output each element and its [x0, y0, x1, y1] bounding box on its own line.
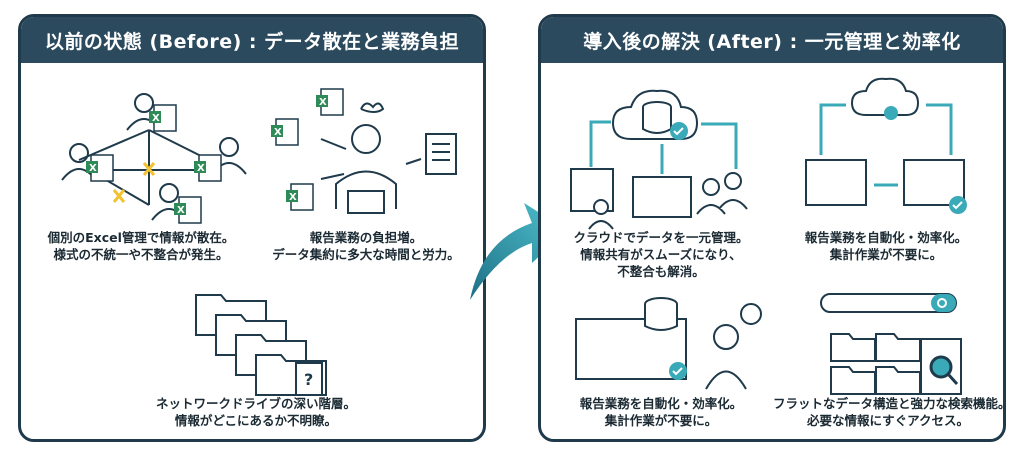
- after-item-1-caption: クラウドでデータを一元管理。 情報共有がスムーズになり、 不整合も解消。: [573, 230, 749, 279]
- cloud-central-icon: [570, 89, 748, 230]
- before-item-1-caption: 個別のExcel管理で情報が散在。 様式の不統一や不整合が発生。: [47, 230, 235, 262]
- before-item-3-caption: ネットワークドライブの深い階層。 情報がどこにあるか不明瞭。: [155, 396, 356, 428]
- svg-text:X: X: [197, 163, 205, 174]
- after-title: 導入後の解決 (After) : 一元管理と効率化: [541, 17, 1003, 63]
- after-item-2-caption: 報告業務を自動化・効率化。 集計作業が不要に。: [804, 230, 968, 262]
- before-item-2-caption: 報告業務の負担増。 データ集約に多大な時間と労力。: [272, 230, 460, 262]
- before-panel: 以前の状態 (Before) : データ散在と業務負担 X: [18, 14, 486, 442]
- cross-icon: [112, 162, 156, 203]
- svg-text:X: X: [274, 127, 282, 138]
- scattered-excel-users-icon: X X X X: [61, 93, 247, 224]
- svg-text:X: X: [319, 97, 327, 108]
- search-icon: [937, 298, 947, 308]
- svg-text:X: X: [289, 192, 297, 203]
- question-mark-icon: ?: [304, 370, 313, 389]
- after-item-4-caption: フラットなデータ構造と強力な検索機能。 必要な情報にすぐアクセス。: [773, 396, 1006, 428]
- stressed-worker-icon: X X X: [271, 88, 457, 214]
- after-panel: 導入後の解決 (After) : 一元管理と効率化 クラウドでデータを一元管理。…: [538, 14, 1006, 442]
- after-item-3-caption: 報告業務を自動化・効率化。 集計作業が不要に。: [579, 396, 743, 428]
- before-title: 以前の状態 (Before) : データ散在と業務負担: [21, 17, 483, 63]
- svg-text:X: X: [177, 205, 185, 216]
- dashboard-worker-icon: [575, 297, 762, 390]
- search-folders-icon: [820, 293, 962, 395]
- nested-folders-icon: ?: [195, 294, 327, 396]
- svg-text:X: X: [89, 163, 97, 174]
- automated-report-icon: [805, 77, 967, 214]
- svg-text:X: X: [152, 113, 160, 124]
